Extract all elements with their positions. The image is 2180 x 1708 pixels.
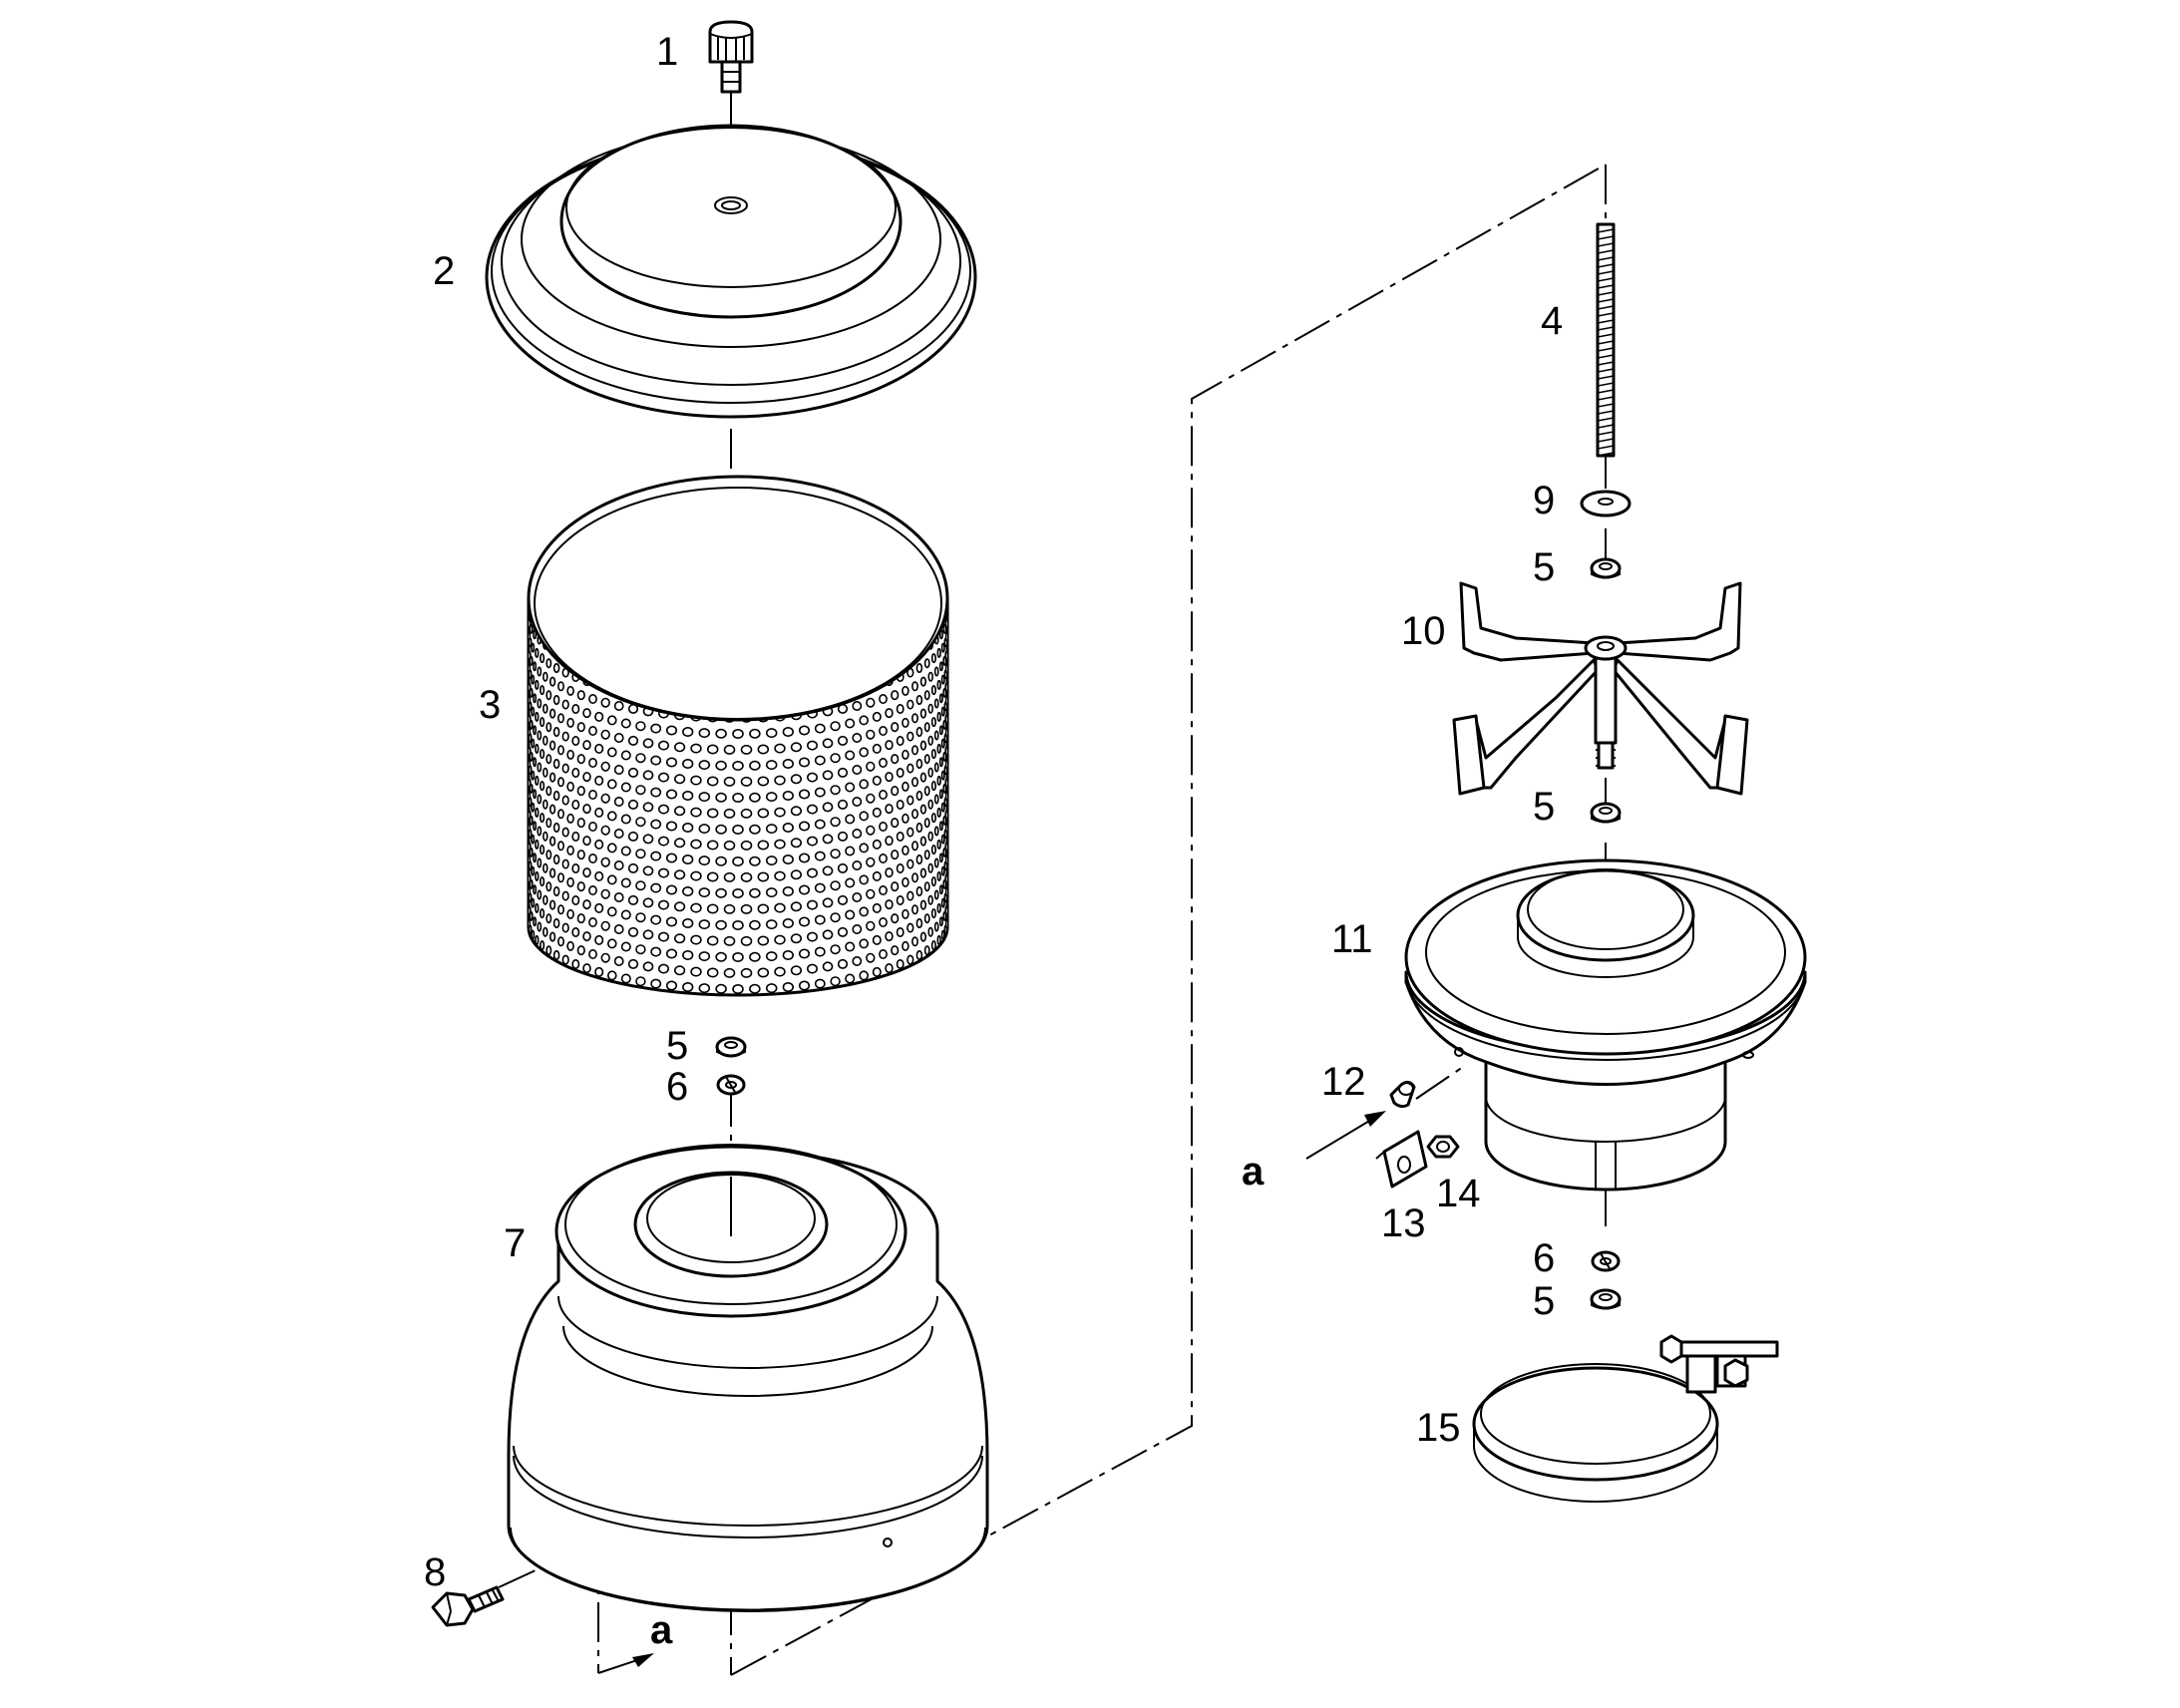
callout-6-right: 6 bbox=[1533, 1236, 1555, 1280]
callout-15: 15 bbox=[1416, 1406, 1461, 1450]
callout-4: 4 bbox=[1541, 299, 1563, 343]
callout-3: 3 bbox=[479, 683, 501, 727]
callout-8: 8 bbox=[424, 1550, 446, 1594]
part-5-nut-right-middle bbox=[1590, 802, 1622, 824]
callout-5-right-lower: 5 bbox=[1533, 1279, 1555, 1323]
label-a-right: a bbox=[1242, 1150, 1265, 1194]
part-6-lockwasher-left bbox=[716, 1074, 746, 1096]
part-12-pin bbox=[1389, 1080, 1416, 1109]
callout-14: 14 bbox=[1436, 1172, 1481, 1215]
callout-11: 11 bbox=[1331, 917, 1373, 961]
callout-2: 2 bbox=[433, 249, 455, 293]
callout-labels: 1 2 3 4 5 6 7 8 9 5 10 5 11 12 13 14 6 5… bbox=[424, 30, 1563, 1652]
part-5-nut-right-upper bbox=[1590, 557, 1622, 579]
callout-5-left: 5 bbox=[666, 1024, 688, 1068]
part-3-screen bbox=[527, 475, 949, 997]
part-13-clip bbox=[1375, 1130, 1428, 1189]
callout-13: 13 bbox=[1381, 1201, 1426, 1245]
part-5-nut-right-lower bbox=[1590, 1288, 1622, 1310]
part-11-base-housing bbox=[1404, 858, 1807, 1192]
callout-10: 10 bbox=[1401, 609, 1446, 653]
callout-1: 1 bbox=[656, 30, 678, 74]
callout-7: 7 bbox=[504, 1221, 526, 1265]
label-a-left: a bbox=[650, 1608, 673, 1652]
part-5-nut-left bbox=[715, 1036, 747, 1058]
part-2-cover bbox=[485, 124, 977, 419]
callout-12: 12 bbox=[1321, 1060, 1366, 1104]
part-8-bolt bbox=[431, 1585, 505, 1627]
part-1-knob bbox=[708, 20, 754, 94]
callout-5-right-upper: 5 bbox=[1533, 545, 1555, 589]
part-14-nut bbox=[1426, 1135, 1460, 1159]
arrow-a-right bbox=[1305, 1111, 1386, 1160]
part-10-bracket bbox=[1452, 581, 1749, 796]
part-6-lockwasher-right bbox=[1591, 1250, 1621, 1272]
part-7-housing bbox=[507, 1144, 989, 1612]
arrow-a-left bbox=[597, 1653, 654, 1674]
callout-9: 9 bbox=[1533, 479, 1555, 522]
callout-6-left: 6 bbox=[666, 1065, 688, 1109]
part-4-threaded-rod bbox=[1596, 222, 1616, 458]
part-9-washer bbox=[1580, 490, 1632, 517]
callout-5-right-middle: 5 bbox=[1533, 785, 1555, 829]
part-15-band-clamp bbox=[1472, 1334, 1779, 1503]
